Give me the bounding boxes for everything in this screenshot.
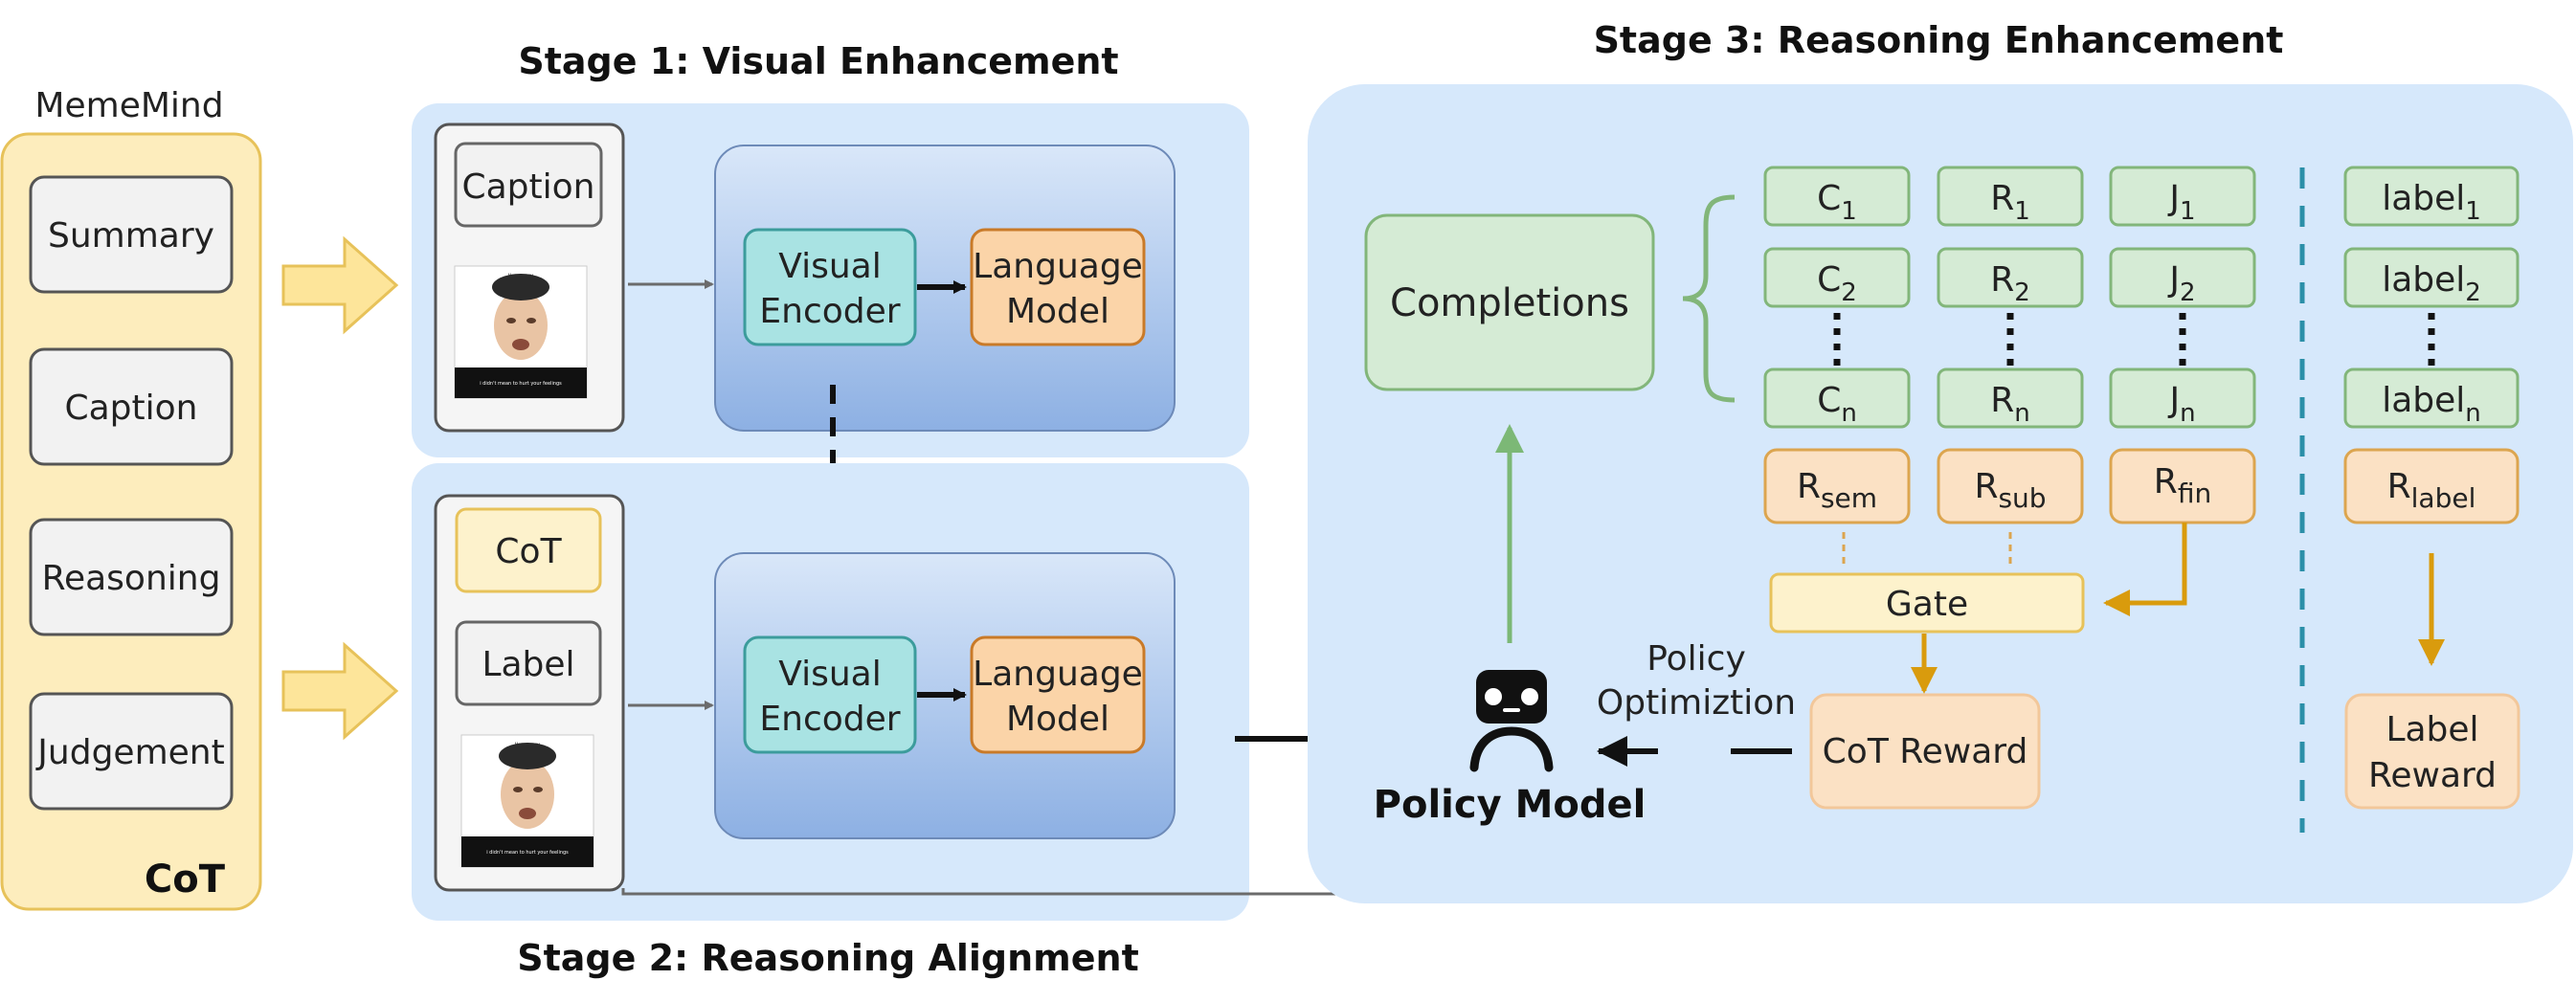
svg-text:labeln: labeln xyxy=(2382,381,2481,428)
stage2-cot-box xyxy=(455,507,602,593)
svg-text:Cn: Cn xyxy=(1817,381,1857,428)
yellow-arrow-stage2 xyxy=(281,641,399,741)
policy-model-label: Policy Model xyxy=(1374,783,1646,827)
reward-sem-label: Rsem xyxy=(1797,467,1877,514)
completion-column-r: R1 R2 Rn xyxy=(1937,166,2084,429)
cot-item-judgement-box xyxy=(29,692,234,811)
cot-item-caption-box xyxy=(29,347,234,466)
meme-image-stage1: I'm sorry i didn't mean to hurt your fee… xyxy=(454,265,588,399)
stage1-visual-encoder-box xyxy=(743,228,917,346)
robot-icon xyxy=(1469,670,1554,772)
cot-reward-label: CoT Reward xyxy=(1823,732,2028,771)
label-reward-box xyxy=(2344,693,2520,810)
svg-text:C1: C1 xyxy=(1817,179,1857,226)
stage1-caption-label: Caption xyxy=(461,167,594,207)
cot-item-reasoning: Reasoning xyxy=(42,559,221,598)
gate-label: Gate xyxy=(1886,585,1968,624)
stage1-encoder-line1: Visual xyxy=(778,247,881,286)
completion-column-c: C1 C2 Cn xyxy=(1763,166,1911,429)
label-reward-line1: Label xyxy=(2386,710,2478,749)
stage1-title: Stage 1: Visual Enhancement xyxy=(518,40,1118,82)
stage1-caption-box xyxy=(454,142,603,228)
cot-item-judgement: Judgement xyxy=(35,733,224,772)
svg-text:R2: R2 xyxy=(1990,260,2030,307)
stage1-language-model-box xyxy=(970,228,1146,346)
stage2-cot-label: CoT xyxy=(495,532,562,571)
stage2-label-label: Label xyxy=(482,645,574,684)
reward-label-label: Rlabel xyxy=(2387,467,2476,514)
stage2-title: Stage 2: Reasoning Alignment xyxy=(517,937,1139,979)
stage2-lm-line1: Language xyxy=(973,655,1143,694)
reward-label-box xyxy=(2343,448,2520,524)
cot-item-summary: Summary xyxy=(48,216,214,256)
cot-item-reasoning-box xyxy=(29,518,234,636)
stage1-lm-line1: Language xyxy=(973,247,1143,286)
stage2-visual-encoder-box xyxy=(743,635,917,754)
svg-text:R1: R1 xyxy=(1990,179,2030,226)
svg-text:Rn: Rn xyxy=(1990,381,2030,428)
svg-text:label1: label1 xyxy=(2382,179,2481,226)
stage1-lm-line2: Model xyxy=(1006,292,1109,331)
svg-text:label2: label2 xyxy=(2382,260,2481,307)
completions-box xyxy=(1364,213,1655,391)
completions-label: Completions xyxy=(1390,281,1629,325)
reward-sub-label: Rsub xyxy=(1974,467,2046,514)
mememind-heading: MemeMind xyxy=(34,86,223,125)
reward-sem-box xyxy=(1763,448,1911,524)
gate-box xyxy=(1769,572,2085,634)
meme-image-stage2: I'm sorry i didn't mean to hurt your fee… xyxy=(460,734,594,868)
stage2-encoder-line2: Encoder xyxy=(759,700,900,739)
svg-text:i didn't mean to hurt your fee: i didn't mean to hurt your feelings xyxy=(486,850,569,856)
completion-column-label: label1 label2 labeln xyxy=(2343,166,2520,429)
completion-column-j: J1 J2 Jn xyxy=(2109,166,2256,429)
stage2-encoder-line1: Visual xyxy=(778,655,881,694)
stage2-lm-line2: Model xyxy=(1006,700,1109,739)
policy-optimization-line1: Policy xyxy=(1646,639,1746,679)
completions-brace xyxy=(1682,194,1736,403)
policy-optimization-line2: Optimiztion xyxy=(1597,683,1796,723)
svg-text:C2: C2 xyxy=(1817,260,1857,307)
cot-footer: CoT xyxy=(145,857,226,902)
svg-text:i didn't mean to hurt your fee: i didn't mean to hurt your feelings xyxy=(480,381,562,387)
cot-reward-box xyxy=(1809,693,2041,810)
fin-to-gate-arrow xyxy=(2103,523,2187,616)
svg-text:J1: J1 xyxy=(2167,179,2195,226)
stage2-label-box xyxy=(455,620,602,706)
label-reward-line2: Reward xyxy=(2368,756,2497,795)
cot-item-caption: Caption xyxy=(64,389,197,428)
stage2-language-model-box xyxy=(970,635,1146,754)
svg-text:J2: J2 xyxy=(2167,260,2195,307)
cot-item-summary-box xyxy=(29,175,234,294)
stage1-encoder-line2: Encoder xyxy=(759,292,900,331)
stage3-title: Stage 3: Reasoning Enhancement xyxy=(1594,19,2284,61)
svg-text:Jn: Jn xyxy=(2167,381,2195,428)
reward-sub-box xyxy=(1937,448,2084,524)
yellow-arrow-stage1 xyxy=(281,235,399,335)
reward-fin-label: Rfin xyxy=(2154,462,2211,509)
